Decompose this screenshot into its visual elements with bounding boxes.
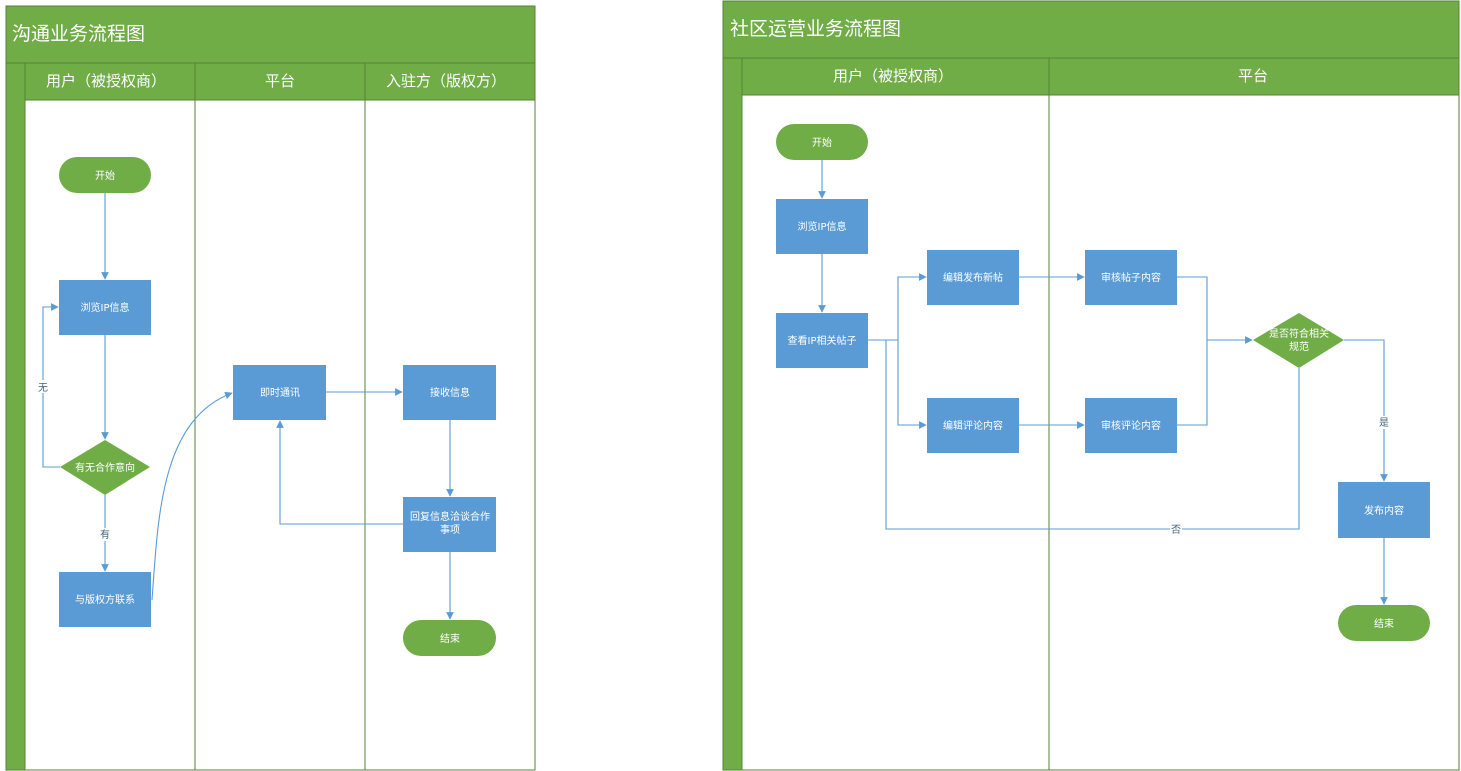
edge2-label-yes: 是 [1379,417,1389,429]
review-comment-node-label: 审核评论内容 [1101,419,1161,432]
end-node[interactable] [403,620,496,656]
publish-node-label: 发布内容 [1364,504,1404,517]
start-node-2-label: 开始 [812,136,832,149]
contact-owner-node-label: 与版权方联系 [75,593,135,606]
diagram2-lane-header-bar [741,57,1460,96]
edit-post-node[interactable] [927,250,1019,305]
compliance-decision-label: 是否符合相关规范 [1269,327,1329,353]
diagram1-lane-owner: 入驻方（版权方） [386,72,506,90]
diagram2-lane-platform: 平台 [1238,67,1268,85]
end-node-label: 结束 [440,632,460,645]
label-bg [1170,522,1182,535]
diagram2-left-strip [722,57,743,771]
browse-ip-node-2[interactable] [776,199,868,254]
contact-owner-node[interactable] [59,572,151,627]
view-posts-node[interactable] [776,313,868,368]
diagram1-lane-header-bar [24,62,536,101]
review-comment-node[interactable] [1085,398,1177,453]
diagram1-title-bar [5,5,536,64]
end-node-2[interactable] [1338,605,1430,641]
label-bg [99,528,111,541]
cooperation-decision-node[interactable] [60,440,150,495]
reply-negotiate-node-label: 回复信息洽谈合作事项 [410,510,490,536]
browse-ip-node[interactable] [59,280,151,335]
diagram1-title: 沟通业务流程图 [12,23,145,45]
diagram2-title: 社区运营业务流程图 [730,18,901,40]
community-flowchart: 社区运营业务流程图 用户（被授权商） 平台 是 否 开始 浏览IP信息 查看IP… [722,0,1460,771]
diagram2-title-bar [722,0,1460,59]
end-node-2-label: 结束 [1374,617,1394,630]
diagram1-lane-user: 用户（被授权商） [46,72,166,90]
start-node-2[interactable] [776,124,868,160]
edge-contact-to-im [151,391,233,601]
review-post-node[interactable] [1085,250,1177,305]
edge-reply-to-im [276,420,403,525]
edit-comment-node[interactable] [927,398,1019,453]
review-post-node-label: 审核帖子内容 [1101,271,1161,284]
communication-flowchart: 沟通业务流程图 用户（被授权商） 平台 入驻方（版权方） 无 有 开始 浏览IP… [5,5,536,771]
receive-info-node[interactable] [403,365,496,420]
compliance-decision-node[interactable] [1253,313,1344,368]
instant-message-node[interactable] [233,365,326,420]
diagram1-lane-platform: 平台 [265,72,295,90]
edge2-view-to-comment [897,340,927,429]
diagram1-left-strip [5,62,26,771]
edit-post-node-label: 编辑发布新帖 [943,271,1003,284]
browse-ip-node-2-label: 浏览IP信息 [798,220,847,233]
edge2-label-no: 否 [1171,524,1181,536]
reply-negotiate-node[interactable] [403,497,496,552]
edge-label-yes: 有 [100,528,110,541]
edge2-decision-yes [1344,339,1388,482]
cooperation-decision-label: 有无合作意向 [75,461,135,474]
browse-ip-node-label: 浏览IP信息 [81,301,130,314]
edit-comment-node-label: 编辑评论内容 [943,419,1003,432]
edge2-view-to-post [868,273,927,341]
diagram2-lane-user: 用户（被授权商） [833,67,953,85]
start-node[interactable] [59,157,151,193]
edge2-review-post-to-decision [1177,276,1253,344]
start-node-label: 开始 [95,169,115,182]
publish-node[interactable] [1338,482,1430,538]
edge2-decision-no [885,340,1300,530]
view-posts-node-label: 查看IP相关帖子 [788,334,857,347]
instant-message-node-label: 即时通讯 [260,387,300,399]
edge2-review-comment-to-decision [1177,340,1208,426]
label-bg [37,380,49,393]
edge-label-no: 无 [38,383,48,394]
label-bg [1378,416,1390,429]
receive-info-node-label: 接收信息 [430,386,470,399]
